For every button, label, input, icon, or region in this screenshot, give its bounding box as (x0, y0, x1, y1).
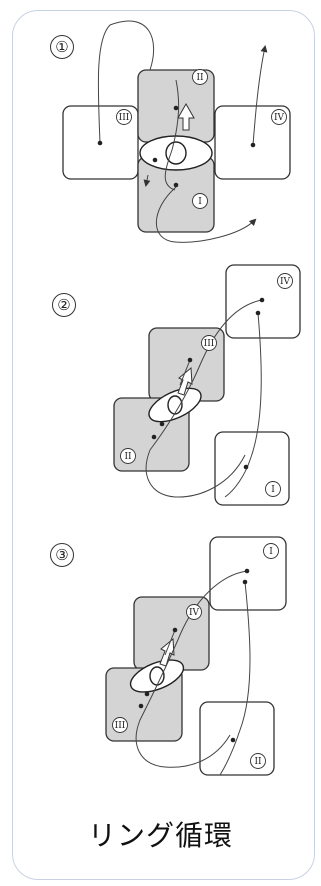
panel2-path-inner (179, 359, 191, 386)
panel1-path-small (143, 174, 151, 187)
panel3-label-ring-upper (186, 604, 202, 620)
panel1-dot (250, 142, 256, 148)
panel1-path-bottom (155, 186, 257, 243)
panel3-path-outer (135, 570, 248, 768)
panel3-label-upper: IV (189, 608, 200, 618)
panel1-path-left (97, 20, 155, 144)
panel3-label-ne: I (269, 547, 273, 557)
step-1-marker: ① (50, 35, 74, 59)
panel2-path-right (224, 312, 262, 498)
panel1-label-ring-bottom (192, 193, 208, 209)
step-3-marker: ③ (50, 543, 74, 567)
panel1-dot (173, 182, 179, 188)
panel3-label-ring-ne (263, 543, 279, 559)
panel3-path-inner (164, 629, 176, 656)
panel3-label-lower: III (115, 721, 126, 731)
step-2-marker: ② (52, 293, 76, 317)
panel2-label-ne: IV (280, 277, 291, 287)
panel1-label-right: IV (274, 113, 285, 123)
panel2-label-upper: III (204, 339, 215, 349)
panel1-path-right (252, 45, 268, 146)
panel-3: I IV III II (105, 536, 287, 776)
panel2-dot (243, 464, 249, 470)
panel2-dot (255, 310, 261, 316)
panel3-path-right (219, 581, 251, 776)
panel-2: IV III II I (113, 264, 301, 506)
panel3-label-ring-se (250, 753, 266, 769)
diagram-caption: リング循環 (87, 819, 233, 852)
panel1-dot (173, 105, 179, 111)
panel1-dot (97, 140, 103, 146)
panel1-label-bottom: I (198, 197, 202, 207)
panel1-label-ring-top (192, 69, 208, 85)
panel1-label-ring-left (116, 109, 132, 125)
panel2-dot (159, 421, 165, 427)
panel1-label-top: II (196, 73, 204, 83)
panel3-label-ring-lower (112, 717, 128, 733)
panel3-dot (138, 703, 144, 709)
panel2-label-ring-ne (277, 273, 293, 289)
panel3-dot (172, 627, 178, 633)
panel2-label-lower: II (124, 452, 132, 462)
panel3-dot (230, 737, 236, 743)
panel1-box-right (214, 105, 291, 180)
panel1-ring-center (165, 141, 187, 165)
panel2-dot (259, 297, 265, 303)
panel2-dot (187, 357, 193, 363)
panel3-dot (244, 568, 250, 574)
panel3-label-se: II (254, 757, 262, 767)
panel3-dot (144, 691, 150, 697)
panel1-label-left: III (119, 113, 130, 123)
panel1-label-ring-right (271, 109, 287, 125)
panel-1: II III IV I (62, 20, 291, 243)
panel1-block-arrow (177, 102, 195, 131)
panel3-dot (242, 579, 248, 585)
panel2-dot (151, 434, 157, 440)
panel2-label-ring-upper (201, 335, 217, 351)
panel2-label-ring-lower (120, 448, 136, 464)
panel1-path-center (164, 79, 180, 191)
panel1-dot (152, 157, 158, 163)
panel2-path-outer (145, 299, 263, 498)
panel2-label-se: I (271, 485, 275, 495)
panel2-label-ring-se (265, 481, 281, 497)
